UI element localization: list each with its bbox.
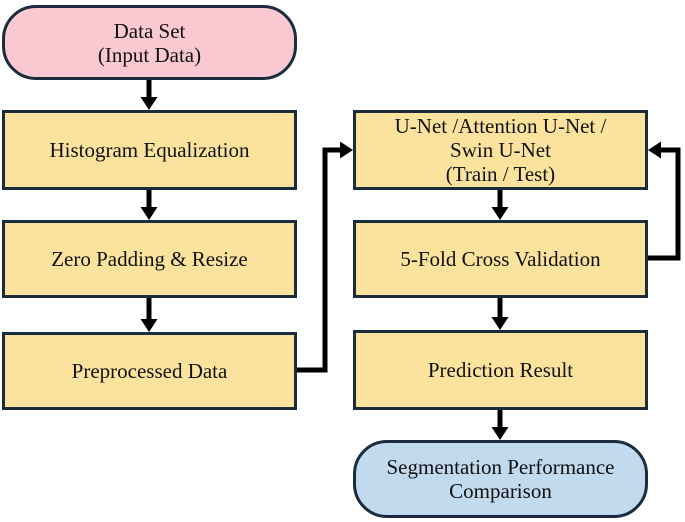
node-data-set-label: Data Set (Input Data) bbox=[97, 18, 202, 67]
node-data-set: Data Set (Input Data) bbox=[2, 5, 297, 80]
node-segmentation-comparison: Segmentation Performance Comparison bbox=[353, 440, 648, 518]
arrowhead-histogram-to-zeropadding bbox=[140, 207, 158, 220]
arrowhead-preprocessed-to-unet bbox=[340, 141, 353, 159]
arrowhead-dataset-to-histogram bbox=[140, 97, 158, 110]
node-segmentation-comparison-label: Segmentation Performance Comparison bbox=[386, 455, 615, 503]
node-unet-models-label: U-Net /Attention U-Net / Swin U-Net (Tra… bbox=[394, 114, 607, 186]
node-zero-padding-resize-label: Zero Padding & Resize bbox=[51, 247, 248, 271]
node-histogram-equalization-label: Histogram Equalization bbox=[49, 138, 250, 162]
arrowhead-crossval-to-prediction bbox=[491, 317, 509, 330]
arrowhead-crossval-feedback-to-unet bbox=[648, 141, 661, 159]
node-preprocessed-data-label: Preprocessed Data bbox=[71, 359, 228, 383]
node-unet-models: U-Net /Attention U-Net / Swin U-Net (Tra… bbox=[353, 110, 648, 190]
arrowhead-unet-to-crossval bbox=[491, 207, 509, 220]
connector-crossval-feedback-to-unet bbox=[648, 147, 681, 261]
node-prediction-result: Prediction Result bbox=[353, 330, 648, 410]
arrowhead-prediction-to-comparison bbox=[491, 427, 509, 440]
node-zero-padding-resize: Zero Padding & Resize bbox=[2, 220, 297, 298]
connector-preprocessed-to-unet bbox=[297, 147, 341, 373]
node-prediction-result-label: Prediction Result bbox=[427, 358, 574, 382]
node-histogram-equalization: Histogram Equalization bbox=[2, 110, 297, 190]
node-cross-validation: 5-Fold Cross Validation bbox=[353, 220, 648, 298]
node-cross-validation-label: 5-Fold Cross Validation bbox=[400, 247, 601, 271]
node-preprocessed-data: Preprocessed Data bbox=[2, 332, 297, 410]
arrowhead-zeropadding-to-preprocessed bbox=[140, 319, 158, 332]
